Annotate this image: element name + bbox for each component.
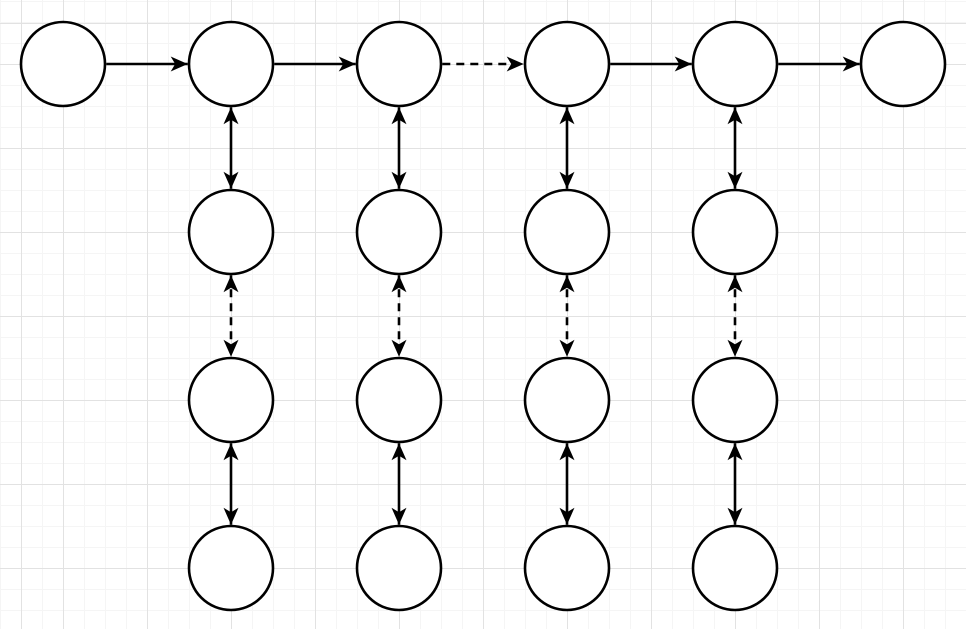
graph-node-a5[interactable]: [691, 20, 779, 108]
graph-node-a1[interactable]: [19, 20, 107, 108]
graph-node-c3[interactable]: [355, 356, 443, 444]
graph-node-b4[interactable]: [523, 188, 611, 276]
graph-node-b3[interactable]: [355, 188, 443, 276]
graph-node-d3[interactable]: [355, 524, 443, 612]
graph-node-b2[interactable]: [187, 188, 275, 276]
edges-layer: [106, 56, 860, 525]
graph-node-c5[interactable]: [691, 356, 779, 444]
graph-node-a6[interactable]: [859, 20, 947, 108]
graph-node-c4[interactable]: [523, 356, 611, 444]
graph-node-c2[interactable]: [187, 356, 275, 444]
graph-node-a2[interactable]: [187, 20, 275, 108]
graph-node-d4[interactable]: [523, 524, 611, 612]
graph-node-d5[interactable]: [691, 524, 779, 612]
graph-node-a4[interactable]: [523, 20, 611, 108]
nodes-layer: [19, 20, 947, 612]
graph-node-a3[interactable]: [355, 20, 443, 108]
graph-node-d2[interactable]: [187, 524, 275, 612]
graph-node-b5[interactable]: [691, 188, 779, 276]
